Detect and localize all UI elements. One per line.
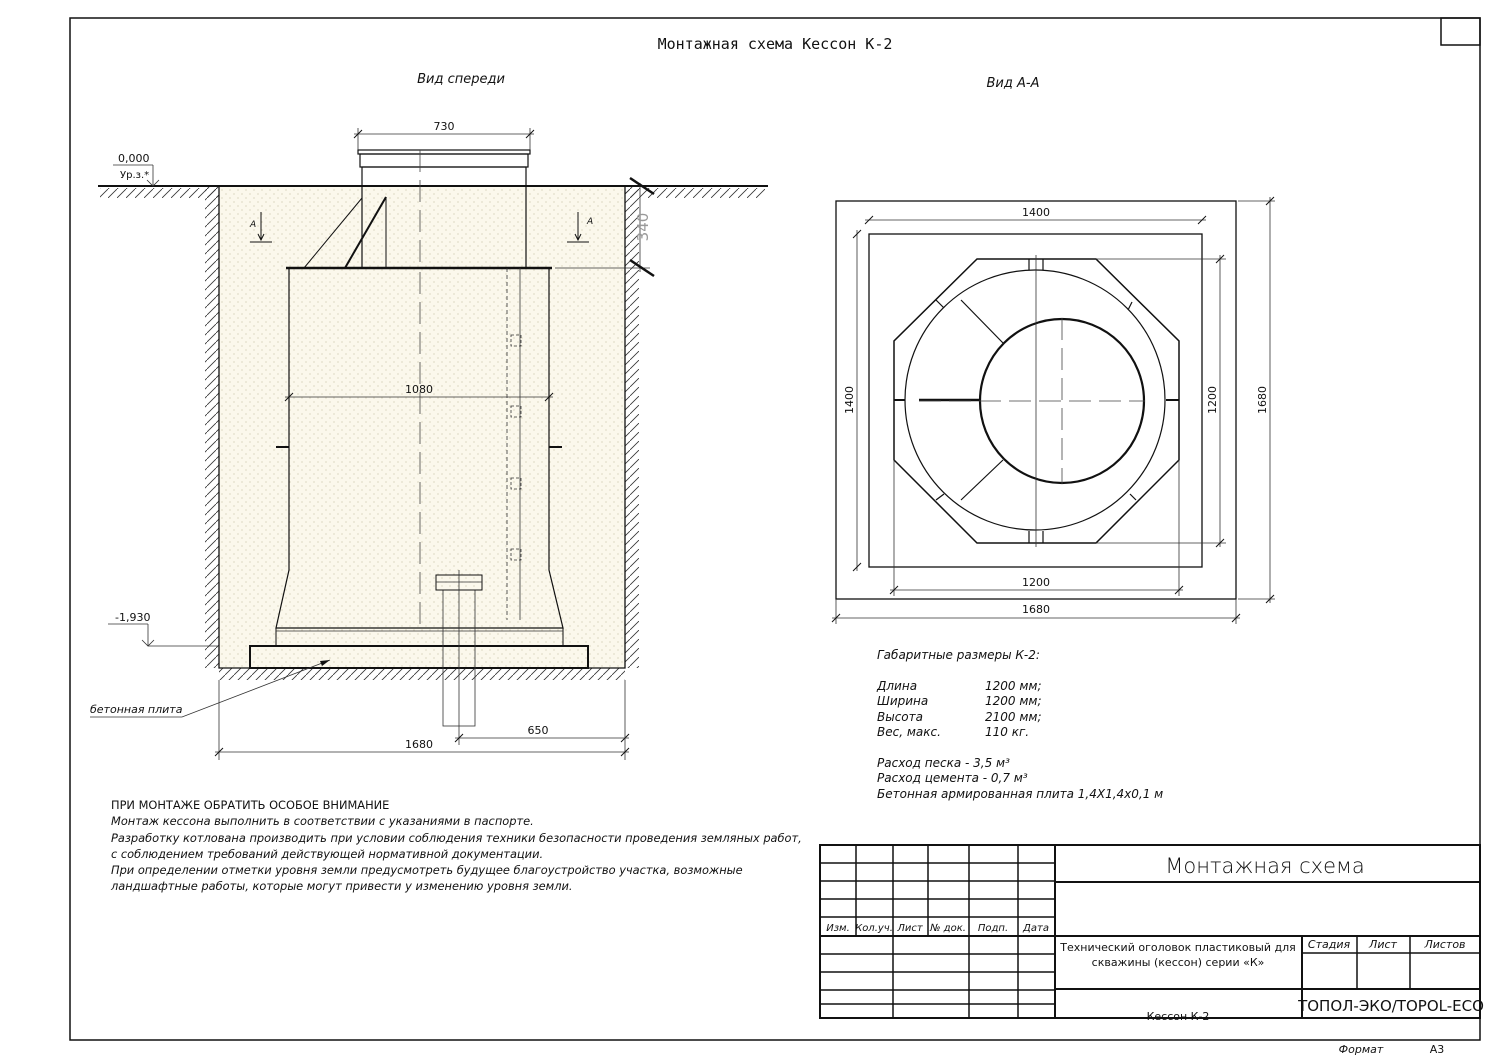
specs-heading: Габаритные размеры К-2:: [877, 648, 1040, 662]
spec-row: Вес, макс. 110 кг.: [877, 725, 1163, 741]
spec-value: 110 кг.: [985, 725, 1030, 739]
spec-label: Высота: [877, 709, 923, 724]
format-label: Формат: [1339, 1043, 1384, 1056]
dim-value: 340: [634, 213, 652, 242]
col-kol-uch: Кол.уч.: [855, 923, 893, 934]
company-name: ТОПОЛ-ЭКО/TOPOL-ECO: [1297, 997, 1484, 1015]
spec-value: 2100 мм;: [985, 709, 1042, 724]
format-value: А3: [1430, 1043, 1445, 1056]
dim-value: 1680: [405, 738, 433, 751]
sheet-frame: [69, 17, 1481, 1041]
dim-pit-bottom: 1680: [831, 599, 1241, 624]
dim-value: 1680: [1256, 386, 1269, 414]
note-line: При определении отметки уровня земли пре…: [111, 863, 743, 878]
spec-value: 1200 мм;: [985, 694, 1042, 708]
neck-brace: [303, 196, 387, 269]
sand-consumption: Расход песка - 3,5 м³: [877, 755, 1010, 770]
ground-hatch: [205, 186, 219, 668]
description-1: Технический оголовок пластиковый для: [1059, 941, 1295, 954]
slab-spec: Бетонная армированная плита 1,4Х1,4х0,1 …: [877, 786, 1164, 801]
dim-value: 1200: [1022, 576, 1050, 589]
dim-slab-left: 1400: [843, 229, 862, 572]
concrete-slab: [249, 645, 589, 669]
dim-value: 1680: [1022, 603, 1050, 616]
spec-label: Ширина: [877, 694, 929, 708]
lid: [359, 153, 529, 168]
spec-row: Ширина 1200 мм;: [877, 694, 1163, 710]
col-izm: Изм.: [826, 923, 850, 934]
slab-leader: [90, 659, 331, 718]
note-line: с соблюдением требований действующей нор…: [111, 846, 544, 861]
revision-grid: [820, 845, 1055, 1018]
col-list: Лист: [896, 923, 924, 934]
dim-neck-height: 340: [555, 176, 655, 278]
ground-hatch: [625, 188, 765, 198]
front-view-label: Вид спереди: [417, 72, 505, 87]
dim-value: 650: [528, 724, 549, 737]
ladder-rail: [506, 268, 521, 620]
ladder-steps: [510, 334, 522, 561]
dim-body-bottom: 1200: [889, 460, 1184, 596]
slab-label: бетонная плита: [90, 703, 183, 716]
ground-level-mark: [113, 164, 160, 187]
description-2: скважины (кессон) серии «К»: [1092, 956, 1265, 969]
pit-outline-plan: [835, 200, 1237, 600]
stage-label: Стадия: [1308, 938, 1351, 951]
note-line: Монтаж кессона выполнить в соответствии …: [111, 814, 534, 829]
title-block: Изм. Кол.уч. Лист № док. Подп. Дата Монт…: [819, 844, 1484, 1056]
dim-value: 1200: [1206, 386, 1219, 414]
col-data: Дата: [1022, 923, 1049, 934]
doc-title: Монтажная схема: [1165, 854, 1364, 878]
specs-block: Габаритные размеры К-2: Длина 1200 мм; Ши…: [877, 648, 1163, 802]
ground-level-note: Ур.з.*: [120, 170, 149, 181]
section-marker-left: А: [249, 212, 272, 243]
ground-hatch: [219, 668, 625, 680]
dim-pipe-offset: 650: [454, 680, 630, 760]
ground-hatch: [625, 186, 639, 668]
ground-level-value: 0,000: [118, 152, 150, 165]
dim-body-width: 1080: [284, 383, 554, 402]
section-marker-letter: А: [586, 217, 593, 227]
ribs: [894, 259, 1179, 543]
spec-value: 1200 мм;: [985, 678, 1042, 693]
bottom-level-value: -1,930: [115, 611, 150, 624]
concrete-slab-plan: [868, 233, 1203, 568]
sheet-title: Монтажная схема Кессон К-2: [658, 35, 893, 53]
spec-label: Вес, макс.: [877, 725, 941, 739]
sheets-label: Листов: [1423, 938, 1465, 951]
notes-heading: ПРИ МОНТАЖЕ ОБРАТИТЬ ОСОБОЕ ВНИМАНИЕ: [111, 798, 390, 812]
dim-slab-top: 1400: [864, 206, 1207, 225]
section-view-label: Вид А-А: [987, 76, 1040, 91]
section-view: 1400 1400 1200 1680 1200: [831, 196, 1275, 624]
dim-value: 1400: [843, 386, 856, 414]
ground-hatch: [100, 188, 219, 198]
sand-backfill: [219, 186, 625, 668]
dim-pit-width: 1680: [214, 680, 630, 760]
front-view: А А 0,000 Ур.з.* -1,930 бетонная плита 7…: [90, 120, 768, 760]
spec-row: Длина 1200 мм;: [877, 679, 1163, 695]
sheet-label: Лист: [1368, 938, 1397, 951]
spec-row: Высота 2100 мм;: [877, 710, 1163, 726]
bottom-level-mark: [108, 623, 219, 647]
col-doc: № док.: [929, 923, 966, 934]
section-marker-right: А: [567, 212, 593, 243]
product-name: Кессон К-2: [1147, 1010, 1210, 1023]
col-podp: Подп.: [978, 923, 1008, 934]
dim-body-right: 1200: [1096, 254, 1226, 548]
installation-notes: ПРИ МОНТАЖЕ ОБРАТИТЬ ОСОБОЕ ВНИМАНИЕ Мон…: [111, 797, 802, 895]
dim-neck-width: 730: [353, 120, 535, 150]
note-line: Разработку котлована производить при усл…: [111, 830, 802, 845]
corner-box: [1440, 17, 1481, 46]
cement-consumption: Расход цемента - 0,7 м³: [877, 771, 1028, 785]
note-line: ландшафтные работы, которые могут привес…: [111, 879, 573, 894]
dim-value: 1400: [1022, 206, 1050, 219]
spec-label: Длина: [877, 678, 918, 693]
dim-value: 730: [434, 120, 455, 133]
dim-pit-right: 1680: [1238, 196, 1275, 604]
section-marker-letter: А: [249, 220, 256, 230]
dim-value: 1080: [405, 383, 433, 396]
lid-rim: [357, 149, 531, 155]
